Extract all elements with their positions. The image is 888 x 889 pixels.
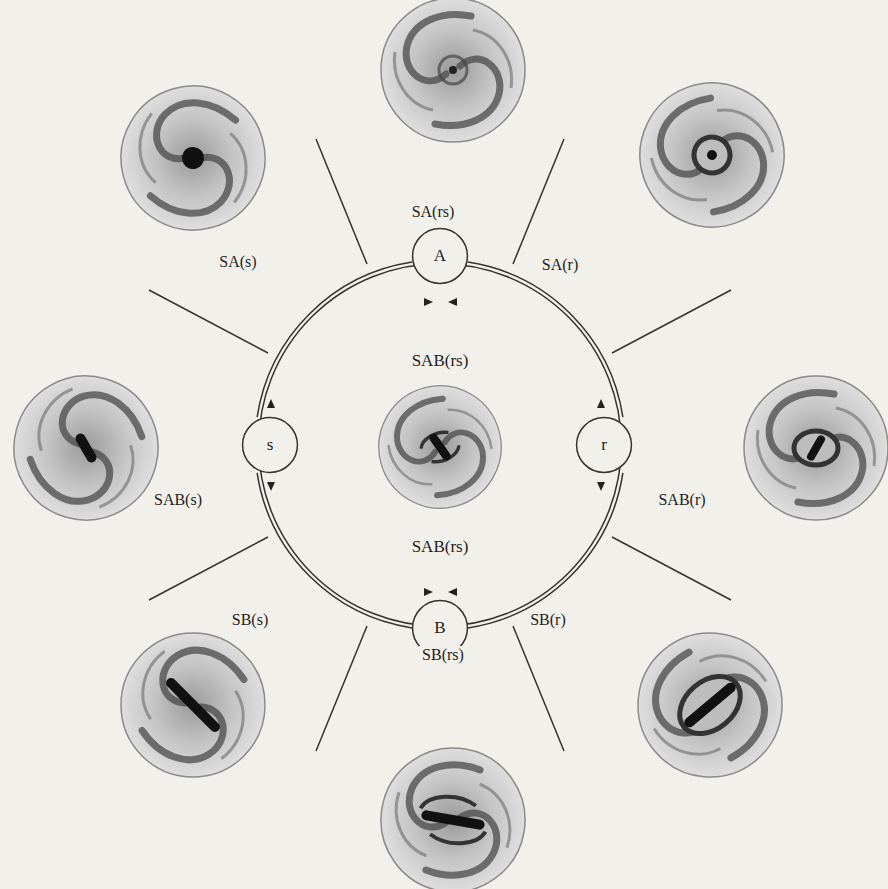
ring-arc [257,473,412,628]
type-label: SAB(r) [655,491,708,509]
circle-outline [255,260,625,630]
family-letter: r [601,436,607,455]
family-circle: A [412,228,468,284]
ring-arc [468,262,623,417]
type-label: SA(s) [216,253,259,271]
family-letter: A [434,247,446,266]
family-circle: r [576,417,632,473]
type-label: SAB(s) [151,491,205,509]
ring-arc [468,473,623,628]
type-label: SA(r) [539,256,581,274]
type-label: SAB(rs) [412,538,469,557]
classification-ring: SAB(rs) SAB(rs) [255,260,625,630]
ring-arc [257,262,412,417]
family-letter: B [434,619,445,638]
family-letter: s [267,436,274,455]
type-label: SB(r) [527,611,569,629]
type-label: SB(s) [229,611,271,629]
family-circle: s [242,417,298,473]
type-label: SAB(rs) [412,352,469,371]
type-label: SA(rs) [409,203,458,221]
type-label: SB(rs) [419,646,467,664]
